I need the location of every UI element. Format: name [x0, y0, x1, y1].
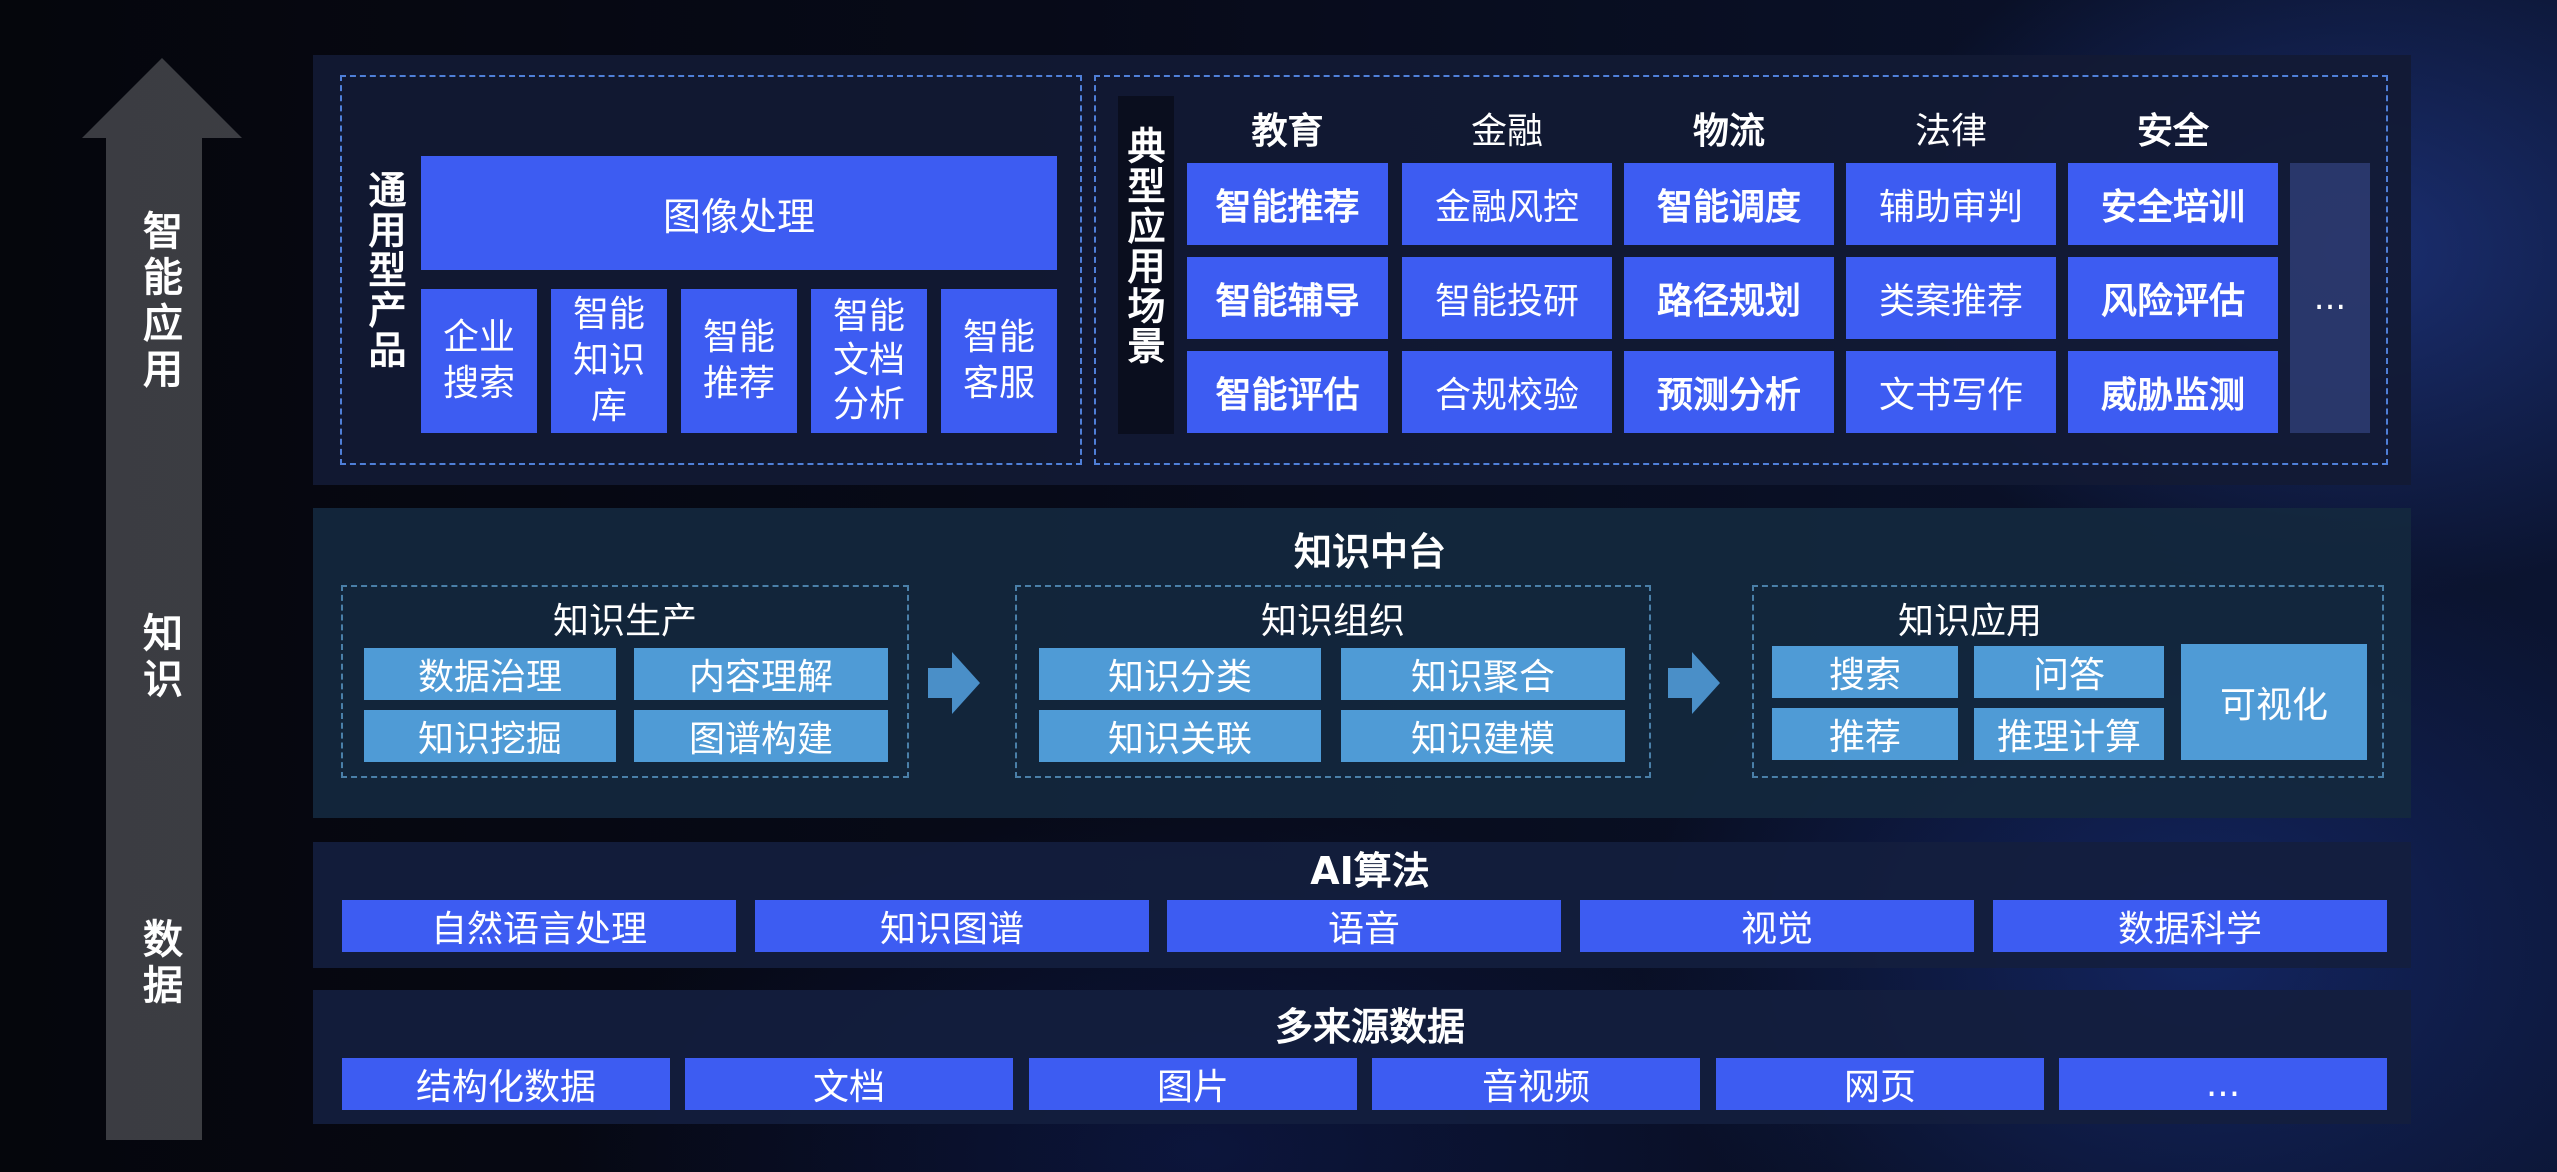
scenario-cell[interactable]: 合规校验	[1402, 351, 1612, 433]
knowledge-production-item[interactable]: 内容理解	[634, 648, 888, 700]
data-source-item[interactable]: 网页	[1716, 1058, 2044, 1110]
knowledge-organization-item[interactable]: 知识建模	[1341, 710, 1625, 762]
scenario-cell[interactable]: 金融风控	[1402, 163, 1612, 245]
scenario-cell[interactable]: 预测分析	[1624, 351, 1834, 433]
knowledge-platform-title: 知识中台	[1293, 529, 1446, 574]
right-arrow-icon	[928, 652, 980, 714]
ai-algorithm-item[interactable]: 知识图谱	[755, 900, 1149, 952]
ai-algorithm-item[interactable]: 自然语言处理	[342, 900, 736, 952]
axis-label-data: 数据	[136, 918, 182, 1010]
scenario-cell[interactable]: 智能投研	[1402, 257, 1612, 339]
product-smart-recommend[interactable]: 智能推荐	[681, 289, 797, 433]
scenario-header-logistics: 物流	[1692, 111, 1765, 152]
axis-label-knowledge: 知识	[136, 612, 182, 704]
scenario-header-finance: 金融	[1470, 111, 1543, 152]
knowledge-production-item[interactable]: 图谱构建	[634, 710, 888, 762]
data-source-item[interactable]: 结构化数据	[342, 1058, 670, 1110]
general-products-border	[340, 75, 1082, 465]
scenario-header-security: 安全	[2136, 111, 2209, 152]
scenario-header-education: 教育	[1251, 111, 1324, 152]
scenario-header-law: 法律	[1914, 111, 1987, 152]
knowledge-production-border	[341, 585, 909, 778]
knowledge-application-title: 知识应用	[1897, 601, 2042, 642]
image-processing-block[interactable]: 图像处理	[421, 156, 1057, 270]
scenario-cell[interactable]: 风险评估	[2068, 257, 2278, 339]
ai-algorithm-item[interactable]: 语音	[1167, 900, 1561, 952]
scenario-more[interactable]: ...	[2290, 163, 2370, 433]
data-source-more[interactable]: ...	[2059, 1058, 2387, 1110]
data-source-item[interactable]: 文档	[685, 1058, 1013, 1110]
scenario-cell[interactable]: 智能调度	[1624, 163, 1834, 245]
ai-algorithm-item[interactable]: 视觉	[1580, 900, 1974, 952]
product-enterprise-search[interactable]: 企业搜索	[421, 289, 537, 433]
scenario-cell[interactable]: 智能推荐	[1187, 163, 1388, 245]
knowledge-application-item[interactable]: 推理计算	[1974, 708, 2164, 760]
axis-label-application: 智能应用	[136, 210, 182, 394]
scenario-cell[interactable]: 安全培训	[2068, 163, 2278, 245]
data-source-item[interactable]: 音视频	[1372, 1058, 1700, 1110]
knowledge-production-item[interactable]: 数据治理	[364, 648, 616, 700]
product-document-analysis[interactable]: 智能文档分析	[811, 289, 927, 433]
typical-scenarios-label-box	[1118, 96, 1174, 434]
data-sources-title: 多来源数据	[1274, 1004, 1465, 1049]
general-products-label: 通用型产品	[362, 170, 406, 370]
scenario-cell[interactable]: 智能评估	[1187, 351, 1388, 433]
knowledge-application-item[interactable]: 问答	[1974, 646, 2164, 698]
knowledge-application-border	[1752, 585, 2384, 778]
scenario-cell[interactable]: 文书写作	[1846, 351, 2056, 433]
typical-scenarios-border	[1094, 75, 2388, 465]
knowledge-organization-border	[1015, 585, 1651, 778]
right-arrow-icon	[1668, 652, 1720, 714]
knowledge-organization-item[interactable]: 知识聚合	[1341, 648, 1625, 700]
scenario-cell[interactable]: 辅助审判	[1846, 163, 2056, 245]
scenario-cell[interactable]: 威胁监测	[2068, 351, 2278, 433]
product-customer-service[interactable]: 智能客服	[941, 289, 1057, 433]
ai-algorithms-title: AI算法	[1310, 848, 1430, 893]
product-knowledge-base[interactable]: 智能知识库	[551, 289, 667, 433]
scenario-cell[interactable]: 路径规划	[1624, 257, 1834, 339]
ai-algorithm-item[interactable]: 数据科学	[1993, 900, 2387, 952]
scenario-cell[interactable]: 类案推荐	[1846, 257, 2056, 339]
knowledge-production-title: 知识生产	[552, 601, 697, 642]
typical-scenarios-label: 典型应用场景	[1121, 126, 1165, 366]
scenario-cell[interactable]: 智能辅导	[1187, 257, 1388, 339]
up-arrow-icon	[82, 58, 242, 1140]
visualization-block[interactable]: 可视化	[2181, 644, 2367, 760]
knowledge-application-item[interactable]: 推荐	[1772, 708, 1958, 760]
data-source-item[interactable]: 图片	[1029, 1058, 1357, 1110]
knowledge-production-item[interactable]: 知识挖掘	[364, 710, 616, 762]
knowledge-organization-title: 知识组织	[1260, 601, 1405, 642]
knowledge-organization-item[interactable]: 知识关联	[1039, 710, 1321, 762]
knowledge-application-item[interactable]: 搜索	[1772, 646, 1958, 698]
knowledge-organization-item[interactable]: 知识分类	[1039, 648, 1321, 700]
